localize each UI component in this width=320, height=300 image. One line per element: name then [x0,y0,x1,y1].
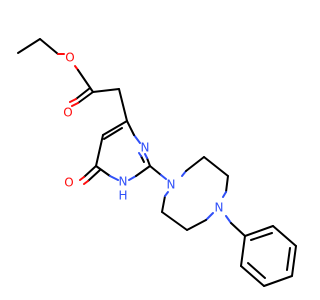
bond-pip-bottom-left [161,211,188,231]
bond-ring-n1-c2 [135,165,151,177]
bond-npip-phenyl-blue [225,215,232,224]
bond-ring-c4-c5-b [103,127,123,140]
bond-pip-n1-top [185,156,205,172]
bond-ph-inner-3 [250,232,273,241]
bond-ring-c2-n3-a [146,157,151,167]
bond-ring-c2-n3-b-blue [138,152,142,157]
bond-ethyl-ch2 [39,38,59,55]
bond-pip-top-right [203,156,229,177]
bond-ring-c5-c6 [95,134,104,167]
bond-npip-phenyl [230,222,246,237]
bond-ring-c2-n3-b [140,155,145,163]
bond-pip-n2-bottom-blue [205,212,214,221]
bond-ph-inner-2 [286,247,291,271]
bond-ring-c6-o-b-red [83,180,89,185]
bond-ph-2 [240,265,265,287]
molecule-drawing: O O O N N H N N [17,38,297,287]
atom-nitrogen-piperazine-right: N [215,201,224,215]
bond-carbonyl-double-b [75,87,91,100]
bond-ph-inner-1 [247,262,266,279]
bond-ring-c6-n1-blue [109,175,119,181]
bond-pip-left-n1-blue [164,191,169,197]
atom-hydrogen-ring-lower: H [118,189,127,203]
bond-ph-4 [291,245,297,277]
bond-carbonyl-c [77,69,94,93]
atom-label-layer: O O O N N H N N [63,51,223,215]
atom-nitrogen-ring-lower: N [119,175,128,189]
bond-carbonyl-double-a [77,91,94,104]
bond-layer [17,38,297,287]
bond-ethyl-ch3 [17,38,41,54]
bond-carbonyl-double-b-o [69,98,77,103]
bond-ring-c4-c5-a [102,120,128,136]
bond-pip-right-n2 [225,175,229,193]
bond-pip-n1-top-blue [181,170,187,177]
bond-ring-c2-n3-a-blue [144,153,148,159]
bond-ring-c6-n1 [95,165,111,177]
atom-oxygen-ester: O [65,51,74,65]
bond-c2-npip [149,165,162,176]
bond-carbonyl-double-a-o [71,102,79,107]
bond-ring-n3-c4 [126,120,135,136]
bond-c2-npip-blue [160,174,167,180]
bond-ring-c6-o-a [83,165,97,178]
bond-ring-c6-o-a-red [79,176,85,181]
atom-oxygen-carbonyl: O [63,106,72,120]
bond-ph-3 [263,275,293,287]
bond-ring-n3-c4-blue [133,134,141,144]
bond-pip-right-n2-blue [222,191,227,198]
bond-ring-c6-o-b [87,169,101,182]
bond-ph-1 [240,235,246,267]
bond-ch2-link-a [92,88,120,93]
bond-pip-left-n1 [161,195,166,213]
bond-pip-n2-bottom [186,219,207,231]
bond-ph-5 [272,225,297,247]
bond-ring-n1-c2-blue [128,175,137,181]
atom-nitrogen-ring-upper: N [141,141,150,155]
structure-canvas: O O O N N H N N [17,38,297,287]
atom-nitrogen-piperazine-left: N [167,178,176,192]
bond-ph-6 [244,225,274,237]
atom-oxygen-ring-carbonyl: O [64,176,73,190]
bond-ch2-link-b [118,88,128,122]
